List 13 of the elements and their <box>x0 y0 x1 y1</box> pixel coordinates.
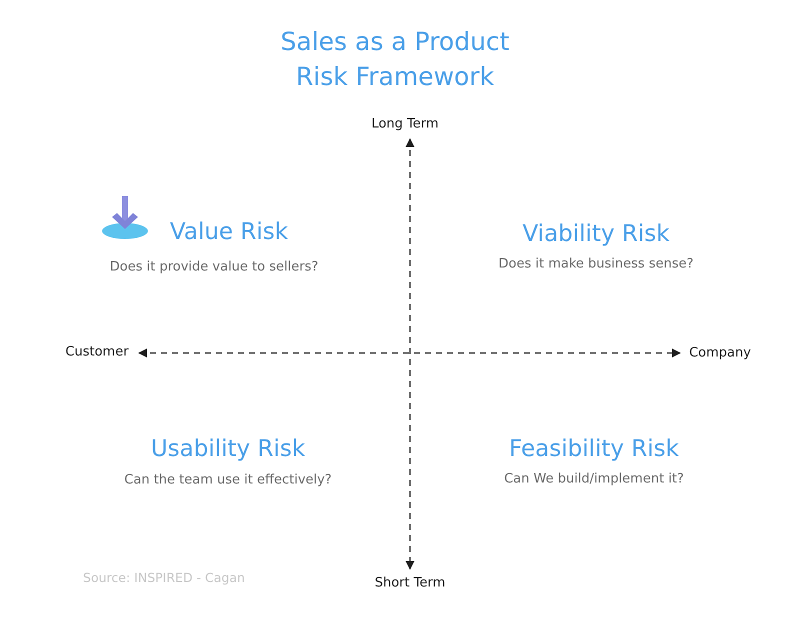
diagram-title: Sales as a Product Risk Framework <box>280 26 510 93</box>
quadrant-question: Does it provide value to sellers? <box>110 260 318 276</box>
axis-label: Customer <box>65 346 129 360</box>
axis-label: Long Term <box>371 118 439 132</box>
quadrant-question: Can We build/implement it? <box>504 472 684 488</box>
quadrant-heading: Usability Risk <box>150 436 306 462</box>
quadrant-question: Does it make business sense? <box>498 258 694 272</box>
quadrant-heading: Value Risk <box>170 218 288 246</box>
quadrant-question: Can the team use it effectively? <box>124 474 332 488</box>
quadrant-heading: Feasibility Risk <box>509 436 679 462</box>
quadrant-heading: Viability Risk <box>522 220 670 248</box>
axis-label: Company <box>689 346 751 362</box>
axis-label: Short Term <box>374 576 446 592</box>
